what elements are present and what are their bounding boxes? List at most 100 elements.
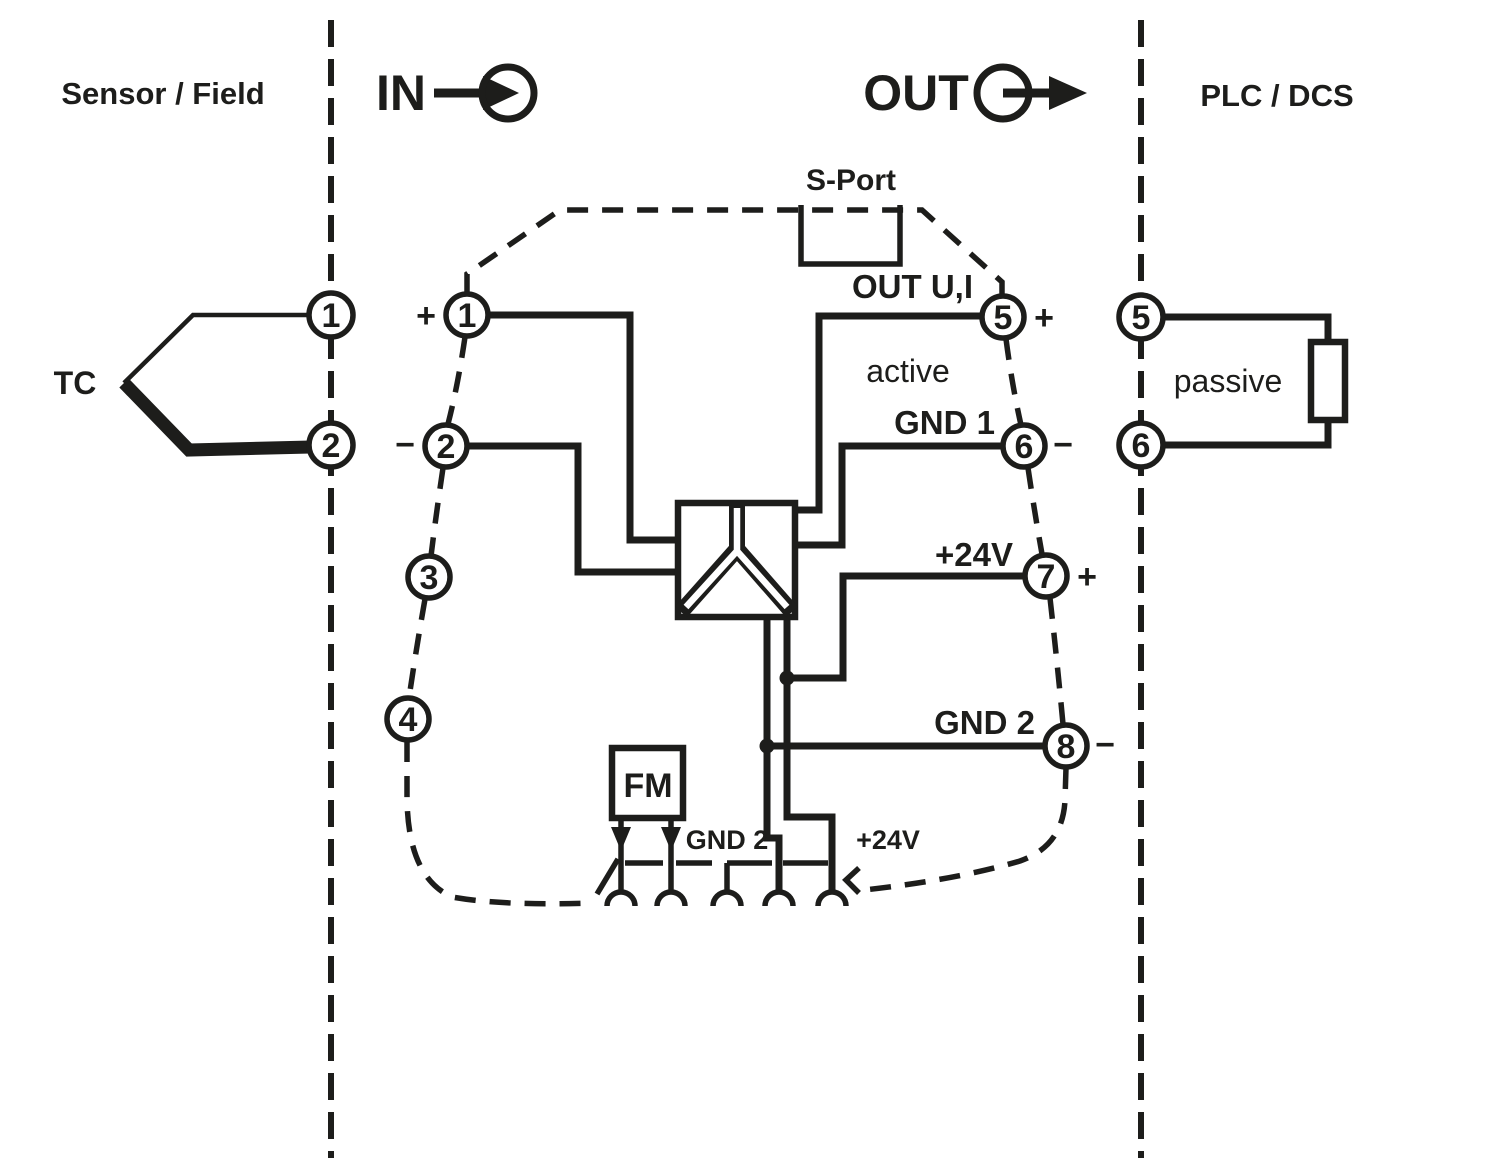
- wire-isolator-to-gnd1-out6: [794, 442, 1004, 549]
- in-port-label: IN: [376, 65, 426, 121]
- out-port-symbol: OUT: [863, 63, 1087, 123]
- plc-passive-load: passive: [1163, 313, 1349, 449]
- bus-contact-5-icon: [815, 889, 849, 907]
- isolator-block-symbol: [674, 499, 799, 621]
- in-terminal-1-number: 1: [458, 297, 477, 335]
- bus-contact-1-icon: [604, 889, 638, 907]
- plc-terminal-5-circle: [1116, 292, 1166, 342]
- in-terminal-1: 1 +: [416, 291, 491, 339]
- dashed-link-in3-in4: [406, 598, 428, 699]
- dashed-link-in1-in2: [445, 336, 468, 425]
- plc-terminal-5-number: 5: [1132, 299, 1151, 337]
- in-terminal-2-number: 2: [437, 428, 456, 466]
- field-terminal-1-circle: [306, 290, 356, 340]
- in-terminal-2-sign: −: [395, 426, 415, 464]
- dashed-link-in2-in3: [428, 467, 446, 557]
- out-terminal-6-circle: [1000, 422, 1048, 470]
- dashed-link-out7-out8: [1047, 597, 1066, 725]
- plc-terminal-5: 5: [1116, 292, 1166, 342]
- out-terminal-8: 8 −: [1042, 722, 1115, 770]
- junction-dot-gnd2: [759, 738, 775, 754]
- field-terminal-1: 1: [306, 290, 356, 340]
- plc-terminal-6-number: 6: [1132, 427, 1151, 465]
- in-terminal-4-number: 4: [399, 701, 418, 739]
- out-arrow-icon: [1049, 76, 1087, 110]
- in-port-symbol: IN: [376, 63, 538, 123]
- bus-gnd2-label: GND 2: [686, 825, 769, 855]
- wire-24v-stem-to-bus: [783, 615, 836, 892]
- out-terminal-5: 5 +: [979, 293, 1054, 341]
- fm-label: FM: [623, 767, 672, 805]
- field-terminal-2-number: 2: [322, 427, 341, 465]
- out-terminal-8-number: 8: [1057, 728, 1076, 766]
- wire-in1-to-isolator: [488, 311, 679, 544]
- out-terminal-6-sign: −: [1053, 426, 1073, 464]
- resistor-icon: [1307, 338, 1349, 424]
- gnd1-label: GND 1: [894, 404, 995, 441]
- 24v-label: +24V: [935, 536, 1013, 573]
- plc-terminal-6-circle: [1116, 420, 1166, 470]
- in-terminal-1-sign: +: [416, 297, 436, 335]
- in-port-circle-icon: [478, 63, 538, 123]
- field-terminal-2: 2: [306, 420, 356, 470]
- sport-label: S-Port: [806, 164, 896, 197]
- out-ui-label: OUT U,I: [852, 268, 973, 305]
- plc-load-bottom-wire: [1163, 420, 1332, 449]
- dashed-link-in4-to-bus: [404, 741, 593, 907]
- out-terminal-6: 6 −: [1000, 422, 1073, 470]
- in-arrow-icon: [483, 76, 519, 110]
- wire-gnd2-stem-to-bus: [763, 615, 783, 892]
- passive-mode-label: passive: [1174, 363, 1283, 399]
- isolator-y-divider-gap: [683, 508, 790, 610]
- out-port-label: OUT: [863, 65, 969, 121]
- out-terminal-5-circle: [979, 293, 1027, 341]
- wire-in2-to-isolator: [467, 442, 679, 576]
- sport-connector-bracket: [798, 205, 903, 267]
- in-terminal-2-circle: [422, 422, 470, 470]
- thermocouple-label: TC: [54, 365, 97, 401]
- fm-box: [608, 744, 687, 822]
- fm-pin2-arrow-icon: [661, 827, 681, 851]
- plc-load-top-wire: [1163, 313, 1332, 342]
- out-terminal-7-sign: +: [1077, 558, 1097, 596]
- out-terminal-8-sign: −: [1095, 726, 1115, 764]
- out-terminal-8-circle: [1042, 722, 1090, 770]
- junction-dot-24v: [779, 670, 795, 686]
- gnd2-label: GND 2: [934, 704, 1035, 741]
- sport-section: S-Port: [464, 164, 1005, 296]
- dashed-link-out6-out7: [1025, 467, 1045, 555]
- bus-contact-3-icon: [710, 889, 744, 907]
- bus-contact-2-icon: [654, 889, 688, 907]
- wire-isolator-to-out5: [794, 312, 983, 514]
- field-zone-label: Sensor / Field: [61, 76, 264, 111]
- plc-zone-label: PLC / DCS: [1200, 78, 1353, 113]
- tc-negative-leg-wire: [119, 378, 312, 457]
- active-mode-label: active: [866, 353, 950, 389]
- in-terminal-2: 2 −: [395, 422, 470, 470]
- out-terminal-5-sign: +: [1034, 299, 1054, 337]
- dashed-link-out5-out6: [1003, 338, 1024, 426]
- field-terminal-1-number: 1: [322, 297, 341, 335]
- in-terminal-3: 3: [405, 553, 453, 601]
- in-terminal-1-circle: [443, 291, 491, 339]
- thermocouple-symbol: TC: [54, 312, 312, 457]
- in-terminal-dashed-links: [404, 336, 593, 907]
- out-terminal-dashed-links: [863, 338, 1069, 893]
- in-terminal-4: 4: [384, 695, 432, 743]
- bus-rail-slash: [594, 857, 621, 896]
- wire-24v-branch-to-out7: [787, 572, 1025, 682]
- out-terminal-5-number: 5: [994, 299, 1013, 337]
- bus-chevron-mark: [842, 865, 861, 895]
- in-terminal-3-number: 3: [420, 559, 439, 597]
- out-terminal-7-number: 7: [1037, 558, 1056, 596]
- bus-24v-label: +24V: [856, 825, 920, 855]
- field-terminal-2-circle: [306, 420, 356, 470]
- dashed-link-out8-to-bus: [863, 767, 1069, 893]
- bus-contact-4-icon: [762, 889, 796, 907]
- in-terminal-3-circle: [405, 553, 453, 601]
- fm-pin1-arrow-icon: [611, 827, 631, 851]
- sport-dashed-path: [464, 207, 1005, 296]
- out-terminal-7-circle: [1022, 552, 1070, 600]
